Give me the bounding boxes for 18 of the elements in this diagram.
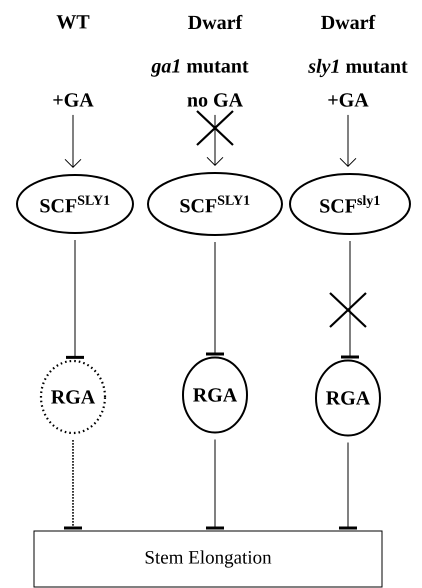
signal-label: no GA [187,93,243,107]
column-heading: sly1 mutant [308,58,408,78]
arrow [64,114,82,168]
process-box: Stem Elongation [34,530,382,588]
column-heading: Dwarf [321,14,376,30]
column-heading: WT [56,15,90,29]
signal-label: +GA [53,93,94,107]
inhibition-line [64,440,82,530]
arrow [340,114,356,167]
inhibition-line [339,442,357,530]
column-heading: Dwarf [188,14,242,30]
inhibition-line [206,439,224,530]
arrow [206,114,224,166]
signal-label: +GA [328,93,369,107]
column-heading: ga1 mutant [151,59,249,77]
inhibition-line [206,242,224,356]
inhibition-line [341,240,359,358]
inhibition-line [66,240,84,359]
